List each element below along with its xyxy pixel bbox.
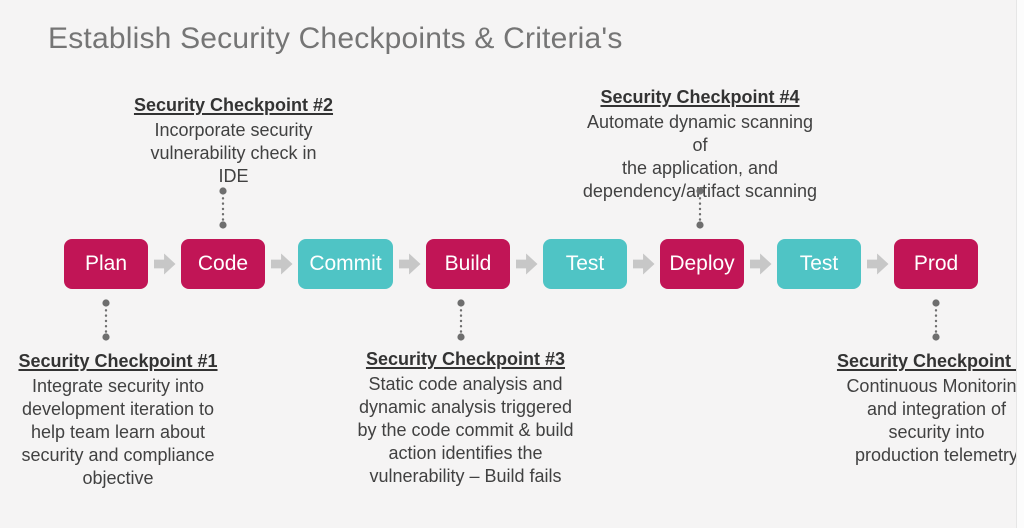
checkpoint-1-line: security and compliance — [21, 445, 215, 465]
checkpoint-5-line: Continuous Monitoring — [846, 376, 1024, 396]
stage-build: Build — [426, 239, 510, 289]
checkpoint-1-line: help team learn about — [30, 422, 206, 442]
stage-commit-label: Commit — [309, 252, 382, 275]
stage-commit: Commit — [298, 239, 393, 289]
stage-test-2: Test — [777, 239, 861, 289]
checkpoint-3-line: by the code commit & build — [357, 420, 574, 440]
flow-arrow-icon — [866, 253, 889, 275]
stage-plan: Plan — [64, 239, 148, 289]
checkpoint-1-line: objective — [82, 468, 154, 488]
checkpoint-4-line: Automate dynamic scanning — [586, 112, 814, 132]
stage-code-label: Code — [197, 252, 249, 275]
checkpoint-4-line: the application, and — [621, 158, 779, 178]
checkpoint-1-line: development iteration to — [21, 399, 215, 419]
slide-edge-strip — [1016, 0, 1024, 528]
stage-test-2-label: Test — [799, 252, 839, 275]
checkpoint-3-line: action identifies the — [388, 443, 543, 463]
checkpoint-3-line: dynamic analysis triggered — [358, 397, 573, 417]
stage-deploy-label: Deploy — [669, 252, 735, 275]
checkpoint-2: Security Checkpoint #2 Incorporate secur… — [131, 94, 336, 188]
connector-plan-to-checkpoint1 — [102, 299, 110, 341]
checkpoint-2-line: IDE — [218, 166, 249, 186]
stage-plan-label: Plan — [84, 252, 128, 275]
checkpoint-1-line: Integrate security into — [31, 376, 205, 396]
checkpoint-4: Security Checkpoint #4 Automate dynamic … — [565, 86, 835, 203]
checkpoint-4-heading: Security Checkpoint #4 — [600, 87, 800, 107]
stage-test-1-label: Test — [565, 252, 605, 275]
flow-arrow-icon — [398, 253, 421, 275]
stage-deploy: Deploy — [660, 239, 744, 289]
stage-code: Code — [181, 239, 265, 289]
checkpoint-3-line: vulnerability – Build fails — [369, 466, 562, 486]
checkpoint-2-line: Incorporate security — [154, 120, 313, 140]
checkpoint-5-line: production telemetry — [854, 445, 1019, 465]
flow-arrow-icon — [153, 253, 176, 275]
flow-arrow-icon — [270, 253, 293, 275]
checkpoint-3-line: Static code analysis and — [368, 374, 563, 394]
stage-prod: Prod — [894, 239, 978, 289]
checkpoint-2-heading: Security Checkpoint #2 — [133, 95, 334, 115]
checkpoint-5: Security Checkpoint #5 Continuous Monito… — [834, 350, 1024, 467]
checkpoint-3-heading: Security Checkpoint #3 — [365, 349, 566, 369]
checkpoint-5-heading: Security Checkpoint #5 — [836, 351, 1024, 371]
checkpoint-5-line: security into — [888, 422, 985, 442]
flow-arrow-icon — [749, 253, 772, 275]
flow-arrow-icon — [515, 253, 538, 275]
stage-build-label: Build — [444, 252, 492, 275]
checkpoint-1-heading: Security Checkpoint #1 — [18, 351, 218, 371]
page-title: Establish Security Checkpoints & Criteri… — [48, 22, 623, 55]
checkpoint-5-line: and integration of — [866, 399, 1007, 419]
stage-prod-label: Prod — [913, 252, 959, 275]
checkpoint-2-line: vulnerability check in — [150, 143, 317, 163]
flow-arrow-icon — [632, 253, 655, 275]
connector-checkpoint2-to-code — [219, 187, 227, 229]
connector-checkpoint4-to-deploy — [696, 187, 704, 229]
connector-prod-to-checkpoint5 — [932, 299, 940, 341]
checkpoint-3: Security Checkpoint #3 Static code analy… — [343, 348, 588, 488]
connector-build-to-checkpoint3 — [457, 299, 465, 341]
stage-test-1: Test — [543, 239, 627, 289]
checkpoint-1: Security Checkpoint #1 Integrate securit… — [0, 350, 238, 490]
checkpoint-4-line: of — [692, 135, 708, 155]
pipeline-row: Plan Code Commit Build Test Deploy Test … — [64, 239, 978, 289]
